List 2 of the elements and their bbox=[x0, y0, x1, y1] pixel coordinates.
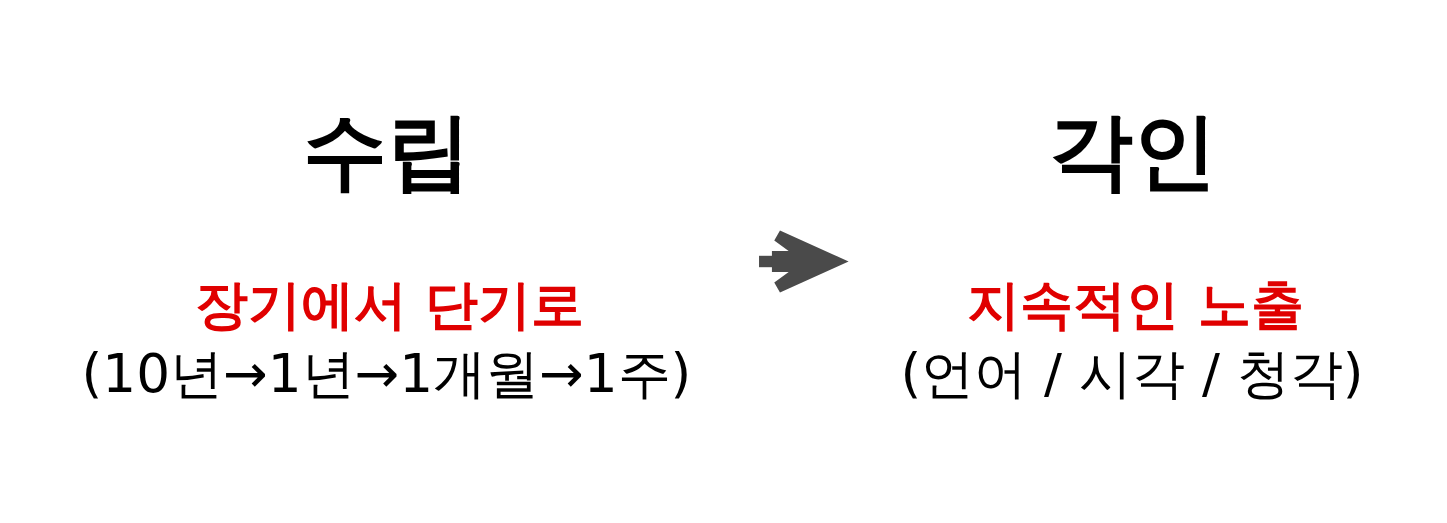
node-text: 각인 지속적인 노출 (언어 / 시각 / 청각) bbox=[900, 102, 1364, 405]
node-text: 수립 장기에서 단기로 (10년→1년→1개월→1주) bbox=[81, 102, 692, 405]
